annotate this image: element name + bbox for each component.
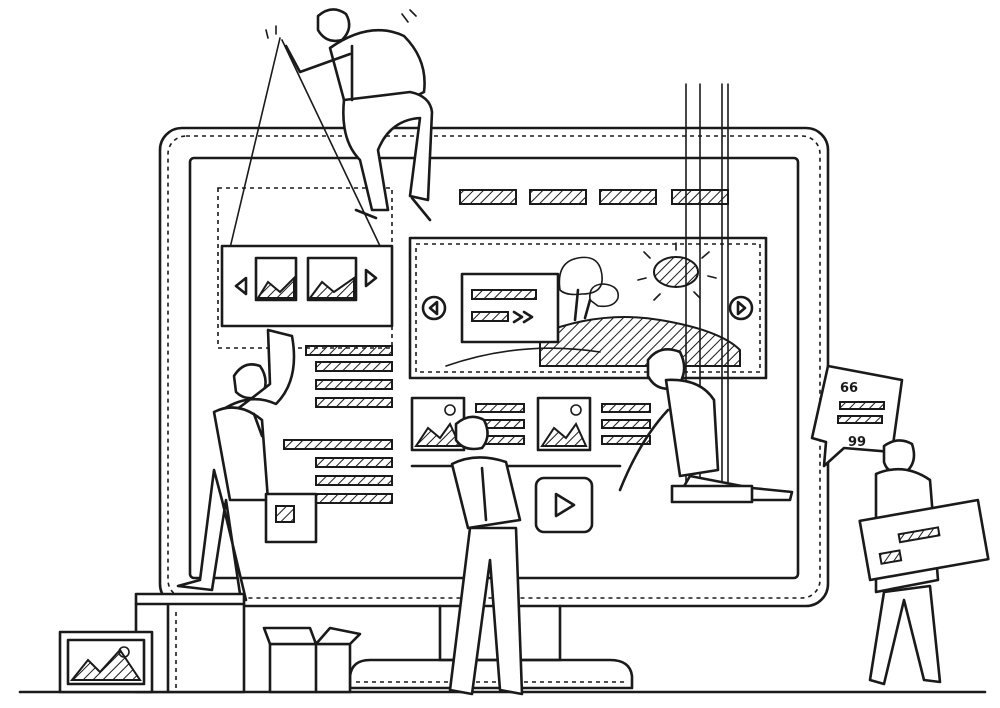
- hanging-carousel-panel: [220, 37, 394, 328]
- held-card: [858, 498, 990, 582]
- close-quote-icon: 99: [848, 435, 866, 450]
- tree-icon: [558, 256, 620, 322]
- small-card: [264, 492, 318, 544]
- framed-picture: [58, 630, 154, 694]
- hero-slider: [408, 236, 768, 380]
- chevron-right-icon: [728, 295, 754, 321]
- content-grid: [410, 396, 651, 468]
- image-icon: [306, 256, 358, 302]
- image-icon: [254, 256, 298, 302]
- sun-icon: [637, 242, 717, 301]
- person-lifting-panel: [176, 328, 296, 602]
- person-sitting-top: [284, 8, 434, 222]
- image-icon: [536, 396, 592, 452]
- box-icon: [134, 592, 246, 694]
- chevron-left-icon: [421, 295, 447, 321]
- open-box-icon: [262, 626, 362, 694]
- speech-bubble: 66 99: [810, 364, 904, 468]
- motion-lines: [265, 9, 417, 39]
- person-holding-video: [448, 415, 524, 696]
- text-lines-left: [283, 345, 393, 504]
- placeholder-frame: [217, 187, 393, 349]
- open-quote-icon: 66: [840, 381, 858, 396]
- play-icon: [534, 476, 594, 534]
- screen-nav-bar: [459, 189, 729, 205]
- person-on-swing: [618, 83, 794, 504]
